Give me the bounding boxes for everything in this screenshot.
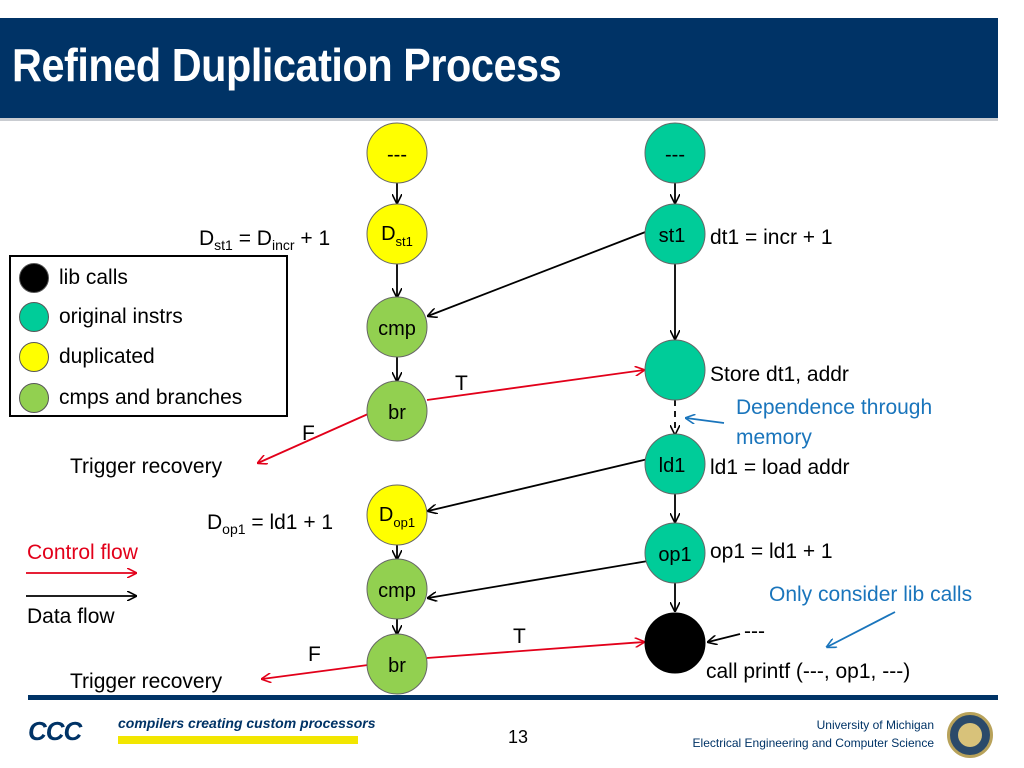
node-br2-label: br — [388, 655, 406, 677]
footer-tagline: compilers creating custom processors — [118, 715, 376, 731]
node-dup-top — [366, 122, 428, 184]
node-orig-top-label: --- — [665, 144, 685, 166]
branch2-false-label: F — [308, 643, 321, 666]
data-flow-arrows — [397, 183, 741, 642]
node-call — [644, 612, 706, 674]
trigger-recovery-2: Trigger recovery — [70, 670, 223, 693]
call-expression: call printf (---, op1, ---) — [706, 660, 910, 683]
node-br1-label: br — [388, 402, 406, 424]
legend-swatch-lib-calls — [19, 263, 49, 293]
legend-item-cmps-branches: cmps and branches — [19, 380, 242, 416]
data-flow-legend-label: Data flow — [27, 605, 115, 628]
lib-calls-annotation: Only consider lib calls — [769, 583, 972, 606]
node-d-st1 — [366, 203, 428, 265]
d-st1-expression: Dst1 = Dincr + 1 — [199, 227, 330, 253]
node-cmp2-label: cmp — [378, 580, 416, 602]
dependence-arrow — [686, 418, 725, 423]
legend-item-duplicated: duplicated — [19, 339, 155, 375]
edge-ld1-to-dop1 — [428, 458, 649, 511]
slide-title: Refined Duplication Process — [12, 39, 562, 91]
node-ld1 — [644, 433, 706, 495]
branch2-true-label: T — [513, 625, 526, 648]
node-d-op1 — [366, 484, 428, 546]
control-flow-legend-label: Control flow — [27, 541, 139, 564]
node-dup-top-label: --- — [387, 144, 407, 166]
edge-br2-false — [262, 664, 369, 679]
node-st1-label: st1 — [659, 225, 686, 247]
store-expression: Store dt1, addr — [710, 363, 849, 386]
lib-calls-arrow — [827, 611, 896, 647]
op1-expression: op1 = ld1 + 1 — [710, 540, 833, 563]
node-store — [644, 339, 706, 401]
node-op1-label: op1 — [658, 544, 691, 566]
legend-item-original-instrs: original instrs — [19, 299, 183, 335]
trigger-recovery-1: Trigger recovery — [70, 455, 223, 478]
node-d-op1-label: Dop1 — [379, 504, 415, 530]
edge-st1-to-cmp1 — [428, 230, 649, 316]
legend-label-cmps-branches: cmps and branches — [59, 386, 243, 409]
node-cmp1-label: cmp — [378, 318, 416, 340]
d-op1-expression: Dop1 = ld1 + 1 — [207, 511, 333, 537]
edge-dash-to-call — [708, 633, 741, 642]
ld1-expression: ld1 = load addr — [710, 456, 850, 479]
university-name: University of Michigan — [816, 718, 934, 732]
legend-swatch-duplicated — [19, 342, 49, 372]
annotation-arrows — [686, 418, 896, 647]
department-name: Electrical Engineering and Computer Scie… — [692, 736, 934, 750]
seal-center — [958, 723, 982, 747]
node-cmp1 — [366, 296, 428, 358]
node-cmp2 — [366, 558, 428, 620]
legend-label-duplicated: duplicated — [59, 345, 155, 368]
dt1-expression: dt1 = incr + 1 — [710, 226, 833, 249]
node-legend: lib calls original instrs duplicated cmp… — [9, 255, 288, 417]
node-orig-top — [644, 122, 706, 184]
call-dash: --- — [744, 620, 765, 643]
branch1-true-label: T — [455, 372, 468, 395]
footer-logo: CCC — [28, 716, 82, 746]
footer-divider — [28, 695, 998, 700]
edge-br1-false — [258, 413, 369, 463]
university-seal-icon — [947, 712, 993, 758]
node-st1 — [644, 203, 706, 265]
node-d-st1-label: Dst1 — [381, 223, 413, 249]
legend-item-lib-calls: lib calls — [19, 260, 128, 296]
legend-label-lib-calls: lib calls — [59, 266, 128, 289]
dependence-annotation-line2: memory — [736, 426, 812, 449]
dependence-annotation-line1: Dependence through — [736, 396, 932, 419]
node-br1 — [366, 380, 428, 442]
title-bar: Refined Duplication Process — [0, 18, 998, 121]
node-br2 — [366, 633, 428, 695]
edge-br2-true — [426, 642, 644, 659]
branch1-false-label: F — [302, 422, 315, 445]
edge-op1-to-cmp2 — [428, 560, 649, 598]
legend-swatch-original-instrs — [19, 302, 49, 332]
page-number: 13 — [508, 727, 529, 747]
control-flow-arrows — [258, 370, 644, 679]
legend-swatch-cmps-branches — [19, 383, 49, 413]
node-ld1-label: ld1 — [659, 455, 686, 477]
edge-br1-true — [426, 370, 644, 401]
node-op1 — [644, 522, 706, 584]
legend-label-original-instrs: original instrs — [59, 305, 183, 328]
footer-tagline-highlight — [118, 736, 358, 744]
